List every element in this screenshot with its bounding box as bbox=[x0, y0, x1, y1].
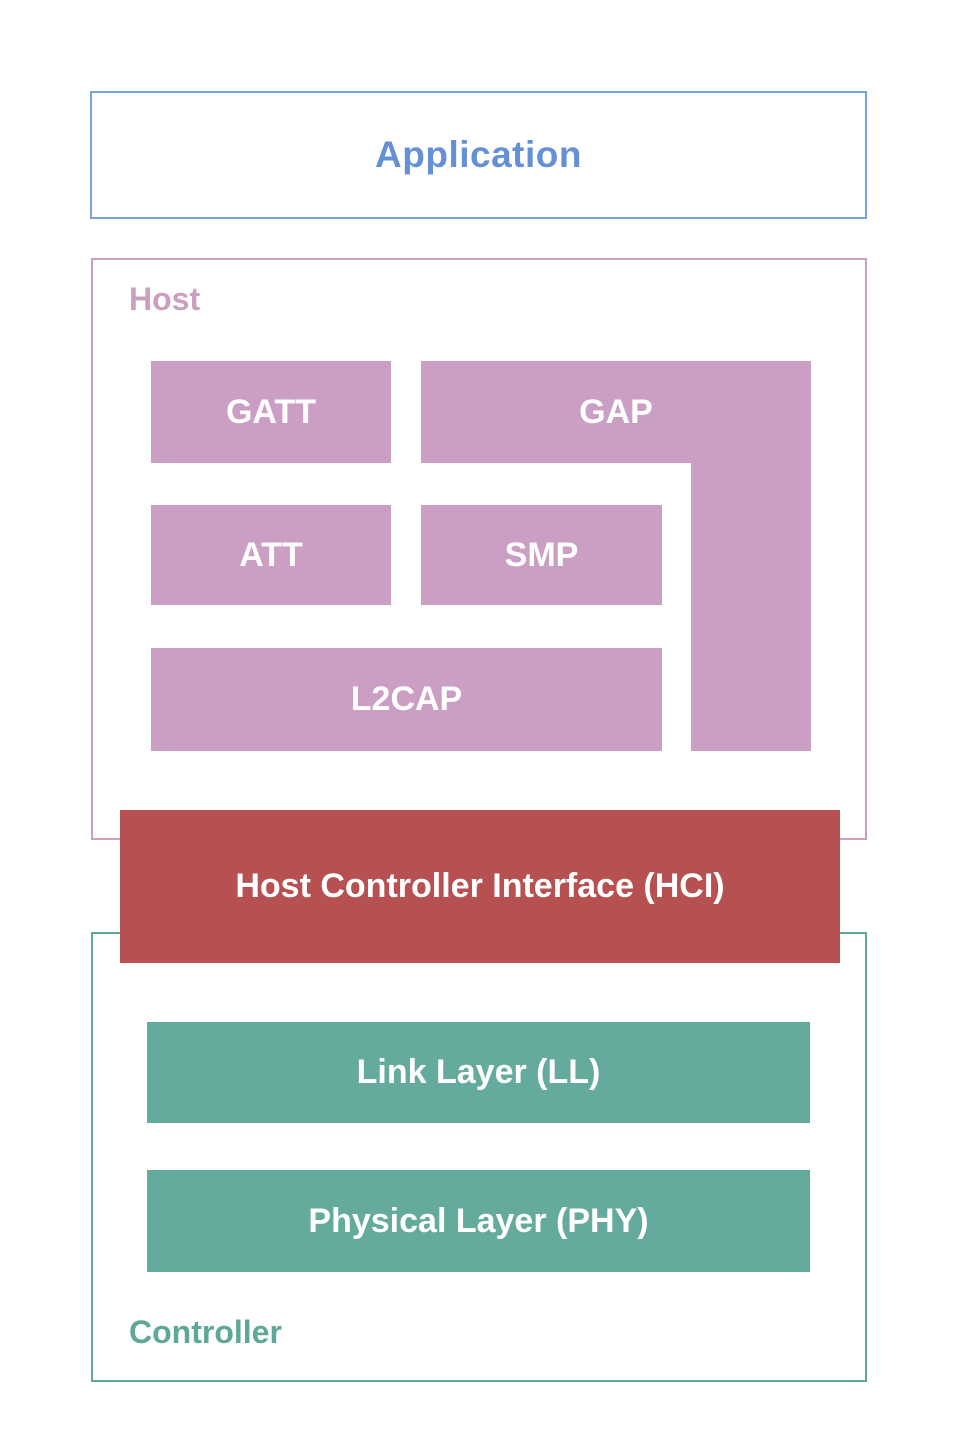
physical-layer-block: Physical Layer (PHY) bbox=[147, 1170, 810, 1272]
l2cap-block: L2CAP bbox=[151, 648, 662, 751]
host-label: Host bbox=[129, 281, 201, 317]
smp-label: SMP bbox=[504, 535, 579, 574]
physical-layer-label: Physical Layer (PHY) bbox=[308, 1201, 649, 1240]
gatt-block: GATT bbox=[151, 361, 391, 463]
hci-label: Host Controller Interface (HCI) bbox=[235, 867, 725, 905]
link-layer-block: Link Layer (LL) bbox=[147, 1022, 810, 1123]
gatt-label: GATT bbox=[225, 392, 316, 431]
link-layer-label: Link Layer (LL) bbox=[356, 1053, 601, 1091]
att-label: ATT bbox=[239, 535, 303, 574]
application-layer-box: Application bbox=[90, 91, 867, 219]
smp-block: SMP bbox=[421, 505, 662, 605]
att-block: ATT bbox=[151, 505, 391, 605]
l2cap-label: L2CAP bbox=[350, 680, 463, 718]
controller-label: Controller bbox=[129, 1314, 282, 1350]
hci-block: Host Controller Interface (HCI) bbox=[120, 810, 840, 963]
application-label: Application bbox=[375, 134, 582, 175]
